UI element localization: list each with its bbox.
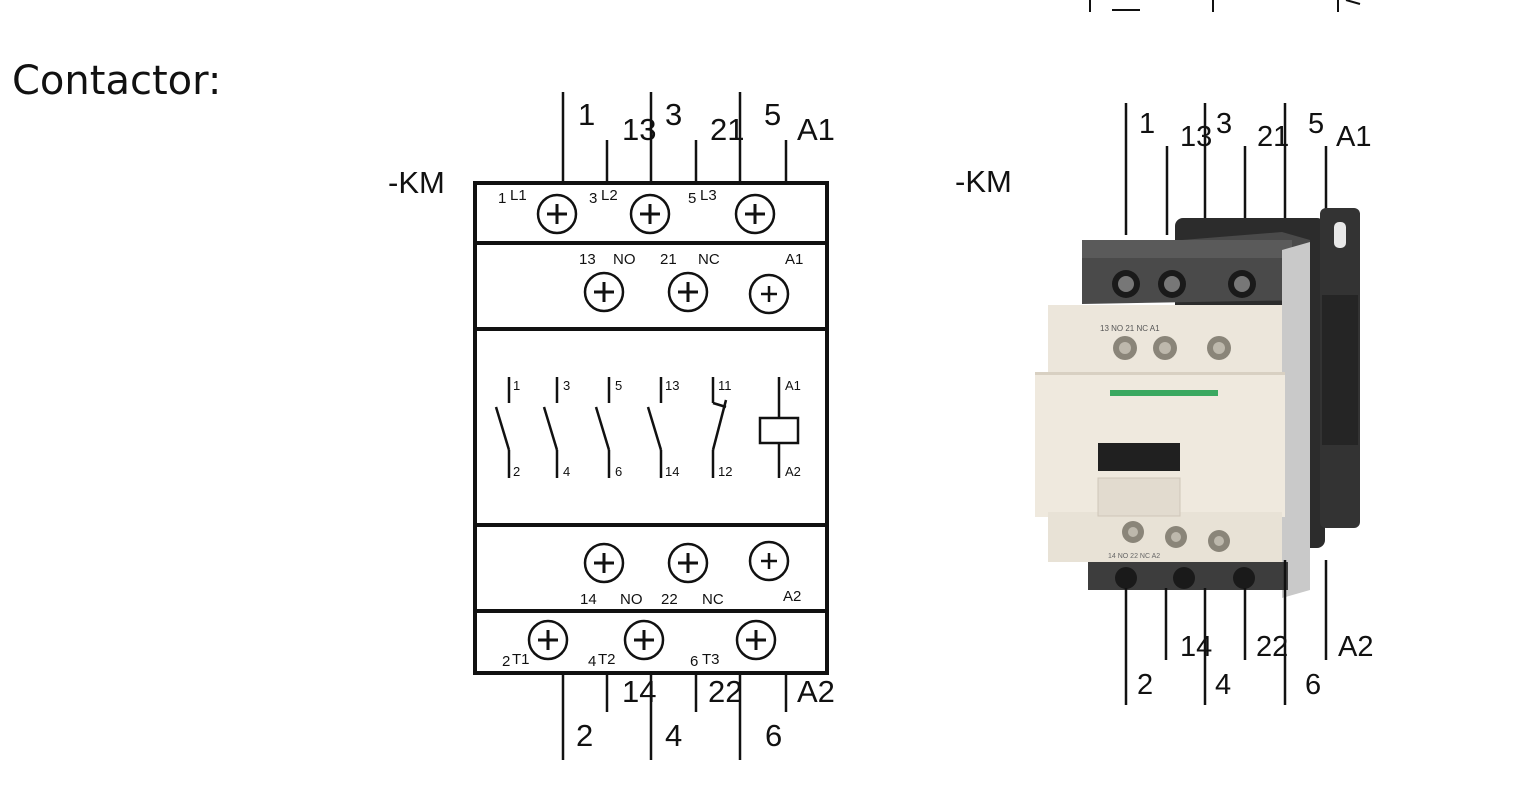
screw-terminal-icons-bottom — [527, 619, 777, 661]
photo-pin-label-6: 6 — [1305, 669, 1321, 701]
aux-label-NO-bottom: NO — [620, 591, 643, 608]
device-tag: -KM — [388, 165, 445, 200]
photo-pin-label-A2: A2 — [1338, 631, 1373, 663]
terminal-tag-T1: T1 — [512, 651, 530, 668]
contact-labels: 1 2 3 4 5 6 13 14 11 12 A1 A2 — [513, 378, 801, 479]
aux-top-labels: 13 NO 21 NC A1 — [579, 251, 803, 268]
main-terminals-bottom: 2 T1 4 T2 6 T3 — [502, 651, 720, 670]
device-tag-photo: -KM — [955, 164, 1012, 199]
aux-label-NO: NO — [613, 251, 636, 268]
pin-label-13: 13 — [622, 112, 656, 147]
contact-label-6: 6 — [615, 464, 622, 479]
terminal-num-5: 5 — [688, 190, 696, 207]
schematic-top-pin-labels: 1 13 3 21 5 A1 — [578, 97, 835, 147]
photo-bottom-pin-lines — [1124, 560, 1328, 705]
terminal-num-1: 1 — [498, 190, 506, 207]
pin-label-14: 14 — [622, 674, 656, 709]
terminal-num-3: 3 — [589, 190, 597, 207]
contact-label-14: 14 — [665, 464, 679, 479]
aux-label-NC-bottom: NC — [702, 591, 724, 608]
contact-label-5: 5 — [615, 378, 622, 393]
screw-terminal-icons-top — [536, 193, 776, 235]
pin-label-A2: A2 — [797, 674, 835, 709]
photo-aux-bottom-markings: 14 NO 22 NC A2 — [1108, 553, 1160, 560]
schematic-symbol: -KM 1 13 3 21 5 A1 1 L — [388, 92, 835, 760]
pin-label-5: 5 — [764, 97, 781, 132]
photo-top-pin-lines — [1124, 103, 1328, 235]
main-terminals-top: 1 L1 3 L2 5 L3 — [498, 187, 717, 207]
schematic-bottom-pin-labels: 2 14 4 22 6 A2 — [576, 674, 835, 753]
aux-label-14: 14 — [580, 591, 597, 608]
contact-label-11: 11 — [718, 378, 732, 393]
contact-label-3: 3 — [563, 378, 570, 393]
terminal-tag-L1: L1 — [510, 187, 527, 204]
photo-pin-label-21: 21 — [1257, 121, 1289, 153]
aux-label-21: 21 — [660, 251, 677, 268]
aux-label-13: 13 — [579, 251, 596, 268]
pin-label-21: 21 — [710, 112, 744, 147]
contact-label-13: 13 — [665, 378, 679, 393]
pin-label-1: 1 — [578, 97, 595, 132]
contact-label-2: 2 — [513, 464, 520, 479]
top-screw-terminals — [1112, 270, 1256, 298]
pin-label-3: 3 — [665, 97, 682, 132]
photo-pin-label-3: 3 — [1216, 108, 1232, 140]
coil-label-A2: A2 — [785, 464, 801, 479]
photo-pin-label-2: 2 — [1137, 669, 1153, 701]
terminal-tag-L2: L2 — [601, 187, 618, 204]
indicator-window — [1098, 443, 1180, 471]
contact-label-12: 12 — [718, 464, 732, 479]
photo-pin-label-13: 13 — [1180, 121, 1212, 153]
aux-label-A1: A1 — [785, 251, 803, 268]
terminal-tag-T2: T2 — [598, 651, 616, 668]
schematic-bottom-pin-lines — [561, 673, 788, 760]
aux-label-NC: NC — [698, 251, 720, 268]
photo-pin-label-5: 5 — [1308, 108, 1324, 140]
photo-aux-top-markings: 13 NO 21 NC A1 — [1100, 324, 1160, 333]
cropped-top-element — [1089, 0, 1361, 12]
photo-pin-label-1: 1 — [1139, 108, 1155, 140]
schematic-body — [473, 181, 829, 675]
terminal-tag-T3: T3 — [702, 651, 720, 668]
photo-pin-label-4: 4 — [1215, 669, 1231, 701]
photo-pin-label-A1: A1 — [1336, 121, 1371, 153]
contact-label-1: 1 — [513, 378, 520, 393]
photo-top-pin-labels: 1 13 3 21 5 A1 — [1139, 108, 1371, 153]
terminal-num-6: 6 — [690, 653, 698, 670]
contact-label-4: 4 — [563, 464, 570, 479]
pin-label-A1: A1 — [797, 112, 835, 147]
photo-bottom-pin-labels: 2 14 4 22 6 A2 — [1137, 631, 1373, 701]
green-indicator-strip — [1110, 390, 1218, 396]
terminal-num-4: 4 — [588, 653, 596, 670]
photo-pin-label-22: 22 — [1256, 631, 1288, 663]
page-heading: Contactor: — [12, 58, 222, 104]
aux-screws-upper — [1113, 336, 1231, 360]
aux-screws-lower — [1122, 521, 1230, 552]
pin-label-6: 6 — [765, 718, 782, 753]
pin-label-2: 2 — [576, 718, 593, 753]
contact-symbols — [494, 377, 800, 478]
screw-terminal-icons-aux-bottom — [583, 540, 790, 584]
contactor-housing: 13 NO 21 NC A1 14 NO 22 NC A2 — [1035, 208, 1360, 598]
photo-contactor: -KM 1 13 3 21 5 A1 — [955, 103, 1373, 705]
pin-label-4: 4 — [665, 718, 682, 753]
aux-label-A2: A2 — [783, 588, 801, 605]
bottom-screw-terminals — [1115, 567, 1255, 589]
terminal-tag-L3: L3 — [700, 187, 717, 204]
aux-bottom-labels: 14 NO 22 NC A2 — [580, 588, 801, 608]
pin-label-22: 22 — [708, 674, 742, 709]
aux-label-22: 22 — [661, 591, 678, 608]
schematic-top-pin-lines — [561, 92, 788, 183]
screw-terminal-icons-aux-top — [583, 271, 790, 315]
coil-label-A1: A1 — [785, 378, 801, 393]
terminal-num-2: 2 — [502, 653, 510, 670]
photo-pin-label-14: 14 — [1180, 631, 1212, 663]
